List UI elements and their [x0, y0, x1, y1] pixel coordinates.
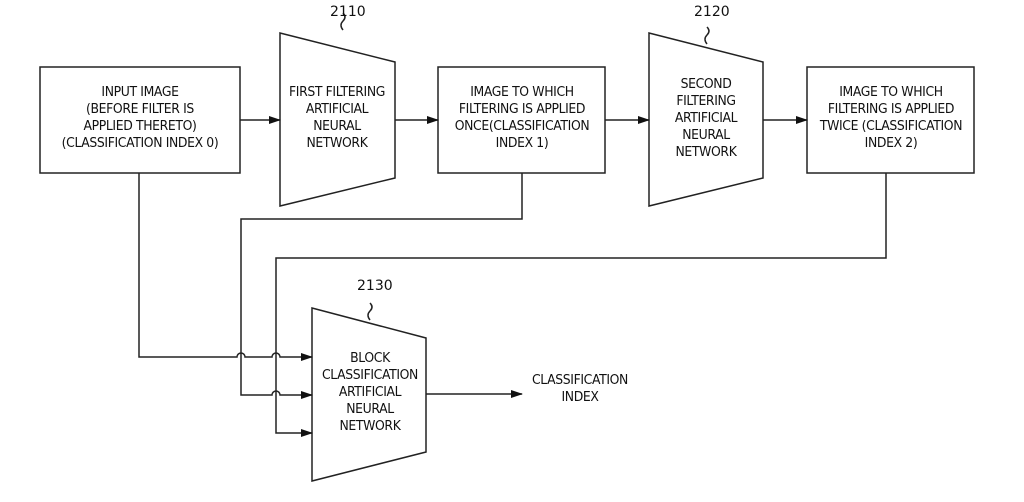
ref-number-2130: 2130	[357, 278, 393, 294]
block-classifier-label: BLOCK CLASSIFICATION ARTIFICIAL NEURAL N…	[322, 350, 418, 434]
ref-leader-2110	[340, 12, 346, 31]
second-filter-label: SECOND FILTERING ARTIFICIAL NEURAL NETWO…	[674, 76, 738, 160]
output-label: CLASSIFICATION INDEX	[532, 372, 628, 405]
input-image-label: INPUT IMAGE (BEFORE FILTER IS APPLIED TH…	[61, 84, 219, 151]
block-classifier-trapezoid	[311, 307, 427, 482]
ref-number-2120: 2120	[694, 4, 730, 20]
line-input-to-classifier	[138, 173, 313, 361]
ref-leader-2120	[704, 26, 710, 45]
first-filter-trapezoid	[279, 32, 396, 207]
ref-leader-2130	[367, 302, 373, 321]
second-filter-trapezoid	[648, 32, 764, 207]
ref-number-2110: 2110	[330, 4, 366, 20]
filtered-twice-label: IMAGE TO WHICH FILTERING IS APPLIED TWIC…	[819, 84, 963, 151]
line-once-to-classifier	[240, 173, 523, 399]
line-twice-to-classifier	[275, 173, 887, 437]
filtered-once-label: IMAGE TO WHICH FILTERING IS APPLIED ONCE…	[454, 84, 590, 151]
first-filter-label: FIRST FILTERING ARTIFICIAL NEURAL NETWOR…	[289, 84, 385, 151]
